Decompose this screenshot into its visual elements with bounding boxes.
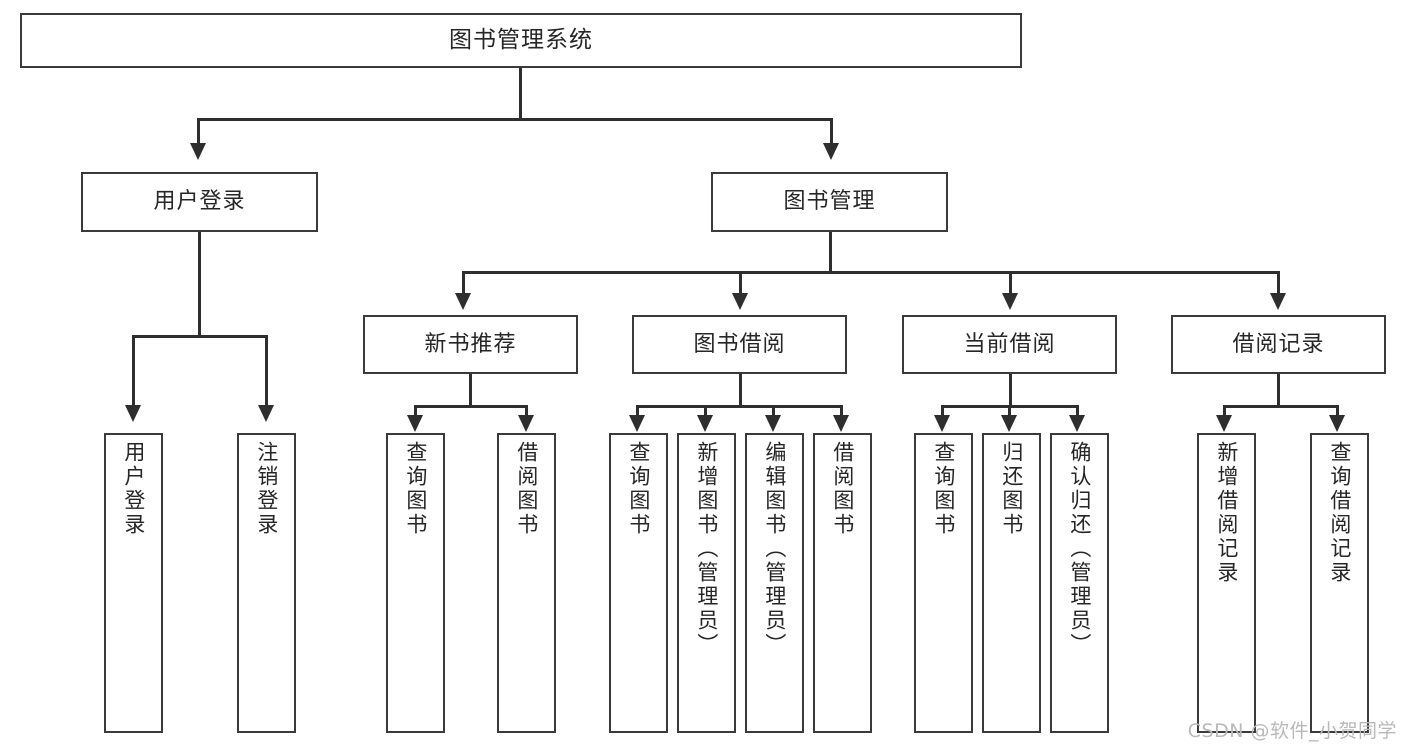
arrowhead-cb-leaf-3 [1069,415,1085,432]
node-label: 归还图书 [999,441,1024,537]
connector-cb-drop-3 [1076,405,1079,417]
leaf-query-book-current[interactable]: 查询图书 [914,433,973,733]
leaf-borrow-book[interactable]: 借阅图书 [813,433,872,733]
connector-bb-drop-1 [636,405,639,417]
arrowhead-nb-leaf-1 [407,415,423,432]
node-book-management[interactable]: 图书管理 [711,172,948,232]
arrowhead-br-leaf-2 [1329,415,1345,432]
arrowhead-bb-leaf-1 [629,415,645,432]
arrowhead-to-leaf-logout [258,405,274,422]
connector-bb-drop-3 [772,405,775,417]
arrowhead-br-leaf-1 [1216,415,1232,432]
arrowhead-bb-leaf-3 [765,415,781,432]
connector-cb-drop-1 [941,405,944,417]
arrowhead-to-book-borrow [732,293,748,310]
connector-book-borrow-stem [739,374,742,408]
node-label: 图书借阅 [693,331,786,357]
node-label: 注销登录 [254,441,279,537]
leaf-logout[interactable]: 注销登录 [237,433,296,733]
leaf-query-book-borrow[interactable]: 查询图书 [609,433,668,733]
node-current-borrow[interactable]: 当前借阅 [902,315,1117,374]
leaf-add-book-admin[interactable]: 新增图书（管理员） [677,433,736,733]
leaf-query-book-new[interactable]: 查询图书 [386,433,445,733]
node-label: 当前借阅 [963,331,1056,357]
connector-level1-right-drop [830,118,833,145]
node-borrow-record[interactable]: 借阅记录 [1171,315,1386,374]
connector-cb-drop-2 [1008,405,1011,417]
leaf-confirm-return-admin[interactable]: 确认归还（管理员） [1050,433,1109,733]
node-label: 图书管理 [783,189,876,215]
connector-level2-bus [462,271,1280,274]
node-label: 查询图书 [931,441,956,537]
connector-user-login-drop-1 [132,335,135,407]
connector-br-drop-2 [1336,405,1339,417]
node-label: 图书管理系统 [449,26,593,53]
node-label: 查询图书 [403,441,428,537]
connector-level1-bus [197,118,833,121]
arrowhead-nb-leaf-2 [518,415,534,432]
leaf-borrow-book-new[interactable]: 借阅图书 [497,433,556,733]
node-label: 借阅记录 [1232,331,1325,357]
connector-level1-left-drop [197,118,200,145]
leaf-query-borrow-record[interactable]: 查询借阅记录 [1310,433,1369,733]
connector-new-book-stem [469,374,472,408]
node-root-system[interactable]: 图书管理系统 [20,13,1022,68]
connector-borrow-record-bus [1223,405,1339,408]
connector-book-manage-stem [829,232,832,274]
node-label: 借阅图书 [830,441,855,537]
connector-book-borrow-bus [636,405,843,408]
leaf-add-borrow-record[interactable]: 新增借阅记录 [1197,433,1256,733]
node-label: 查询借阅记录 [1327,441,1352,585]
connector-level2-drop-2 [739,271,742,295]
arrowhead-to-book-manage [823,143,839,160]
node-label: 用户登录 [153,189,246,215]
node-label: 确认归还（管理员） [1067,441,1092,657]
connector-bb-drop-4 [840,405,843,417]
node-label: 编辑图书（管理员） [762,441,787,657]
leaf-edit-book-admin[interactable]: 编辑图书（管理员） [745,433,804,733]
connector-root-stem [519,68,522,120]
connector-new-book-drop-2 [525,405,528,417]
connector-user-login-bus [132,335,268,338]
leaf-return-book[interactable]: 归还图书 [982,433,1041,733]
arrowhead-to-current-borrow [1002,293,1018,310]
connector-new-book-bus [414,405,528,408]
node-label: 查询图书 [626,441,651,537]
connector-br-drop-1 [1223,405,1226,417]
connector-current-borrow-stem [1009,374,1012,408]
arrowhead-to-leaf-user-login [125,405,141,422]
connector-level2-drop-3 [1009,271,1012,295]
connector-borrow-record-stem [1277,374,1280,408]
connector-new-book-drop-1 [414,405,417,417]
node-book-borrow[interactable]: 图书借阅 [632,315,847,374]
node-user-login[interactable]: 用户登录 [81,172,318,232]
node-label: 新书推荐 [424,331,517,357]
arrowhead-bb-leaf-4 [833,415,849,432]
arrowhead-to-borrow-record [1270,293,1286,310]
connector-user-login-drop-2 [265,335,268,407]
arrowhead-to-user-login [190,143,206,160]
arrowhead-bb-leaf-2 [697,415,713,432]
arrowhead-cb-leaf-1 [934,415,950,432]
connector-bb-drop-2 [704,405,707,417]
node-label: 新增借阅记录 [1214,441,1239,585]
node-new-book-recommend[interactable]: 新书推荐 [363,315,578,374]
connector-level2-drop-1 [462,271,465,295]
connector-level2-drop-4 [1277,271,1280,295]
leaf-user-login[interactable]: 用户登录 [104,433,163,733]
connector-user-login-stem [198,232,201,338]
arrowhead-to-new-book [455,293,471,310]
node-label: 新增图书（管理员） [694,441,719,657]
arrowhead-cb-leaf-2 [1001,415,1017,432]
node-label: 用户登录 [121,441,146,537]
node-label: 借阅图书 [514,441,539,537]
